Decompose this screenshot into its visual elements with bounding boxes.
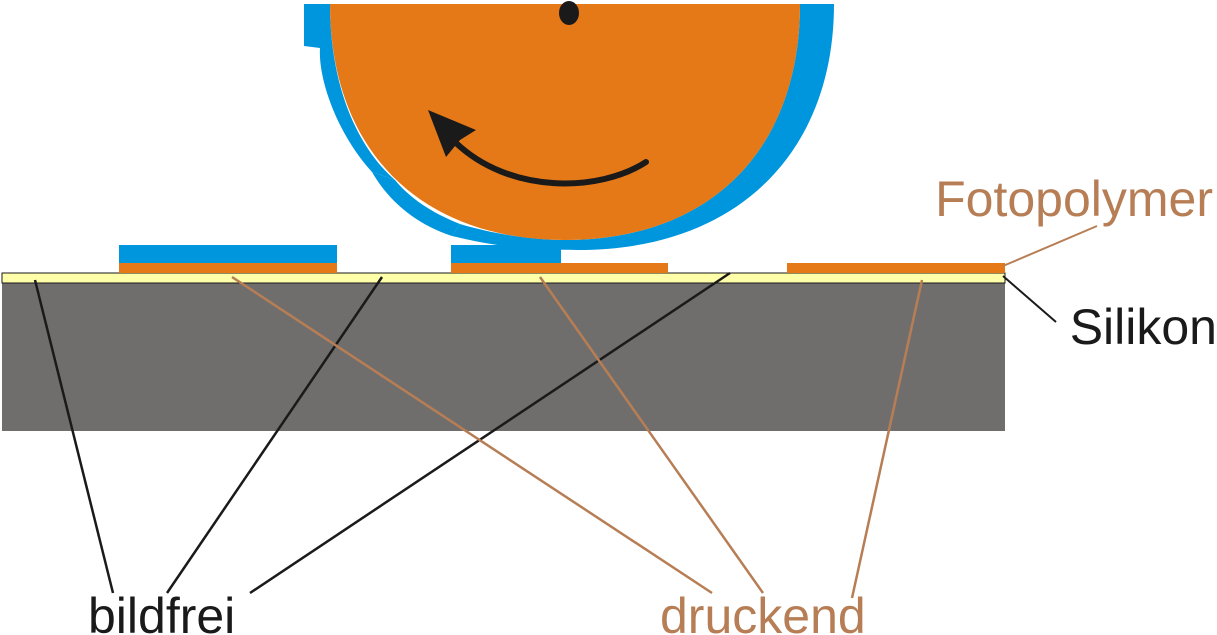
druckend-leader-lines <box>231 275 924 599</box>
cylinder-ink-layer-right <box>452 4 834 250</box>
rotation-arrow-head <box>428 110 476 157</box>
druckend-leader-1 <box>231 275 713 595</box>
fotopolymer-segment-1 <box>119 263 337 273</box>
fotopolymer-segment-2 <box>451 263 668 273</box>
ink-segment-1 <box>119 245 337 263</box>
silikon-leader <box>1002 275 1057 323</box>
printing-plate <box>1 245 1006 431</box>
druckend-leader-3 <box>850 279 924 599</box>
druckend-leader-2 <box>538 276 765 594</box>
cylinder <box>304 1 834 250</box>
label-fotopolymer: Fotopolymer <box>935 171 1213 227</box>
fotopolymer-segment-3 <box>787 263 1005 273</box>
label-silikon: Silikon <box>1070 299 1217 355</box>
ink-segment-2 <box>451 245 561 263</box>
cylinder-ink-layer-left <box>304 4 395 180</box>
bildfrei-leader-2 <box>165 276 384 594</box>
plate-base <box>2 283 1005 431</box>
cylinder-ink-layer-lower-left <box>372 172 460 236</box>
bildfrei-leader-1 <box>33 279 115 594</box>
label-bildfrei: bildfrei <box>88 588 235 635</box>
fotopolymer-leader <box>1002 225 1098 267</box>
cylinder-axis-dot <box>559 1 579 25</box>
rotation-arrow-curve <box>452 139 649 187</box>
bildfrei-leader-lines <box>33 271 731 595</box>
bildfrei-leader-3 <box>249 271 731 595</box>
label-druckend: druckend <box>660 588 866 635</box>
silikon-layer <box>1 272 1006 284</box>
cylinder-fotopolymer-body <box>330 4 800 240</box>
